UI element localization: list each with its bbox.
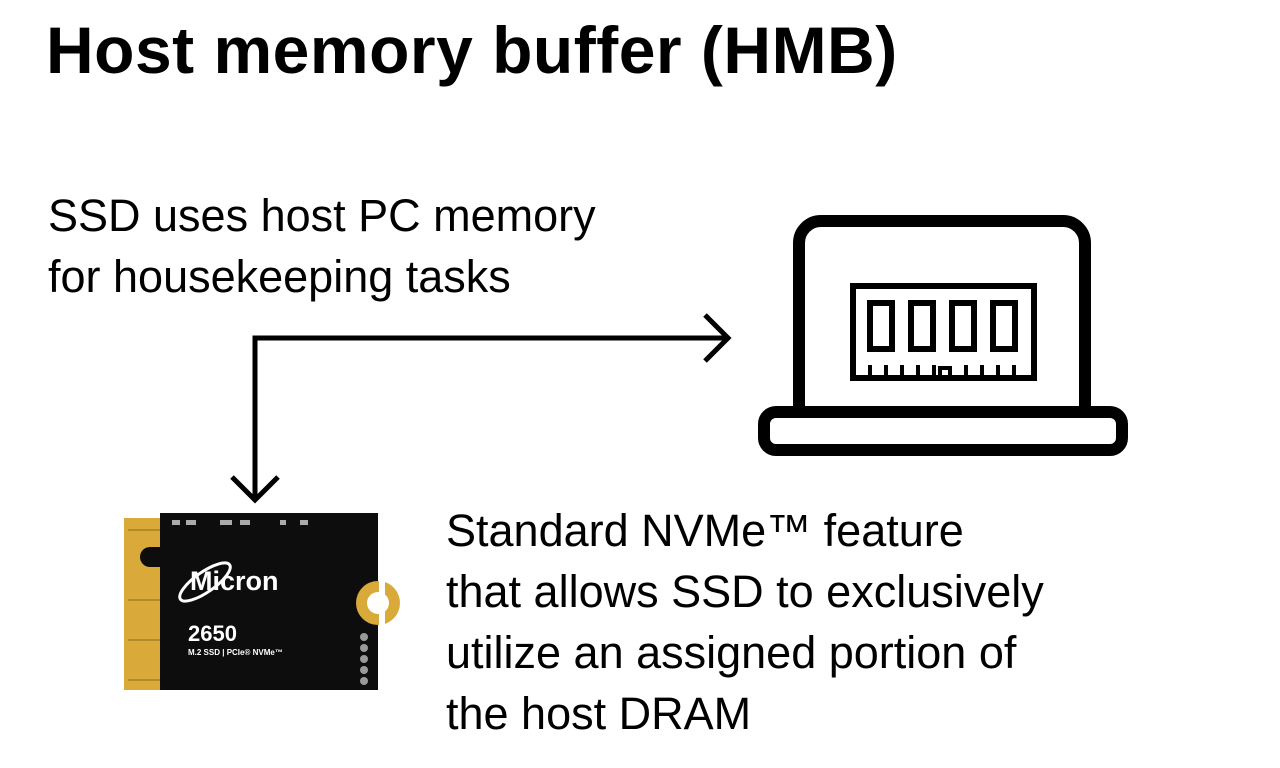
ram-module-icon [850,248,1037,381]
ssd-brand: Micron [190,566,279,596]
connector-arrow [230,313,732,504]
micron-ssd-image: Micron 2650 M.2 SSD | PCIe® NVMe™ [124,513,400,690]
text-line: Standard NVMe™ feature [446,505,964,556]
arrowhead-right-icon [703,313,732,363]
slide-title: Host memory buffer (HMB) [46,13,898,87]
memory-glow-lines [878,248,1007,342]
arrowhead-down-icon [230,475,280,504]
text-line: utilize an assigned portion of [446,627,1017,678]
text-line: for housekeeping tasks [48,251,511,302]
laptop-icon [758,215,1128,456]
text-line: that allows SSD to exclusively [446,566,1044,617]
text-line: the host DRAM [446,688,752,739]
hmb-description: SSD uses host PC memory for housekeeping… [48,185,596,307]
ssd-spec: M.2 SSD | PCIe® NVMe™ [188,648,283,657]
ssd-model: 2650 [188,621,237,646]
text-line: SSD uses host PC memory [48,190,596,241]
nvme-feature-description: Standard NVMe™ feature that allows SSD t… [446,500,1044,744]
